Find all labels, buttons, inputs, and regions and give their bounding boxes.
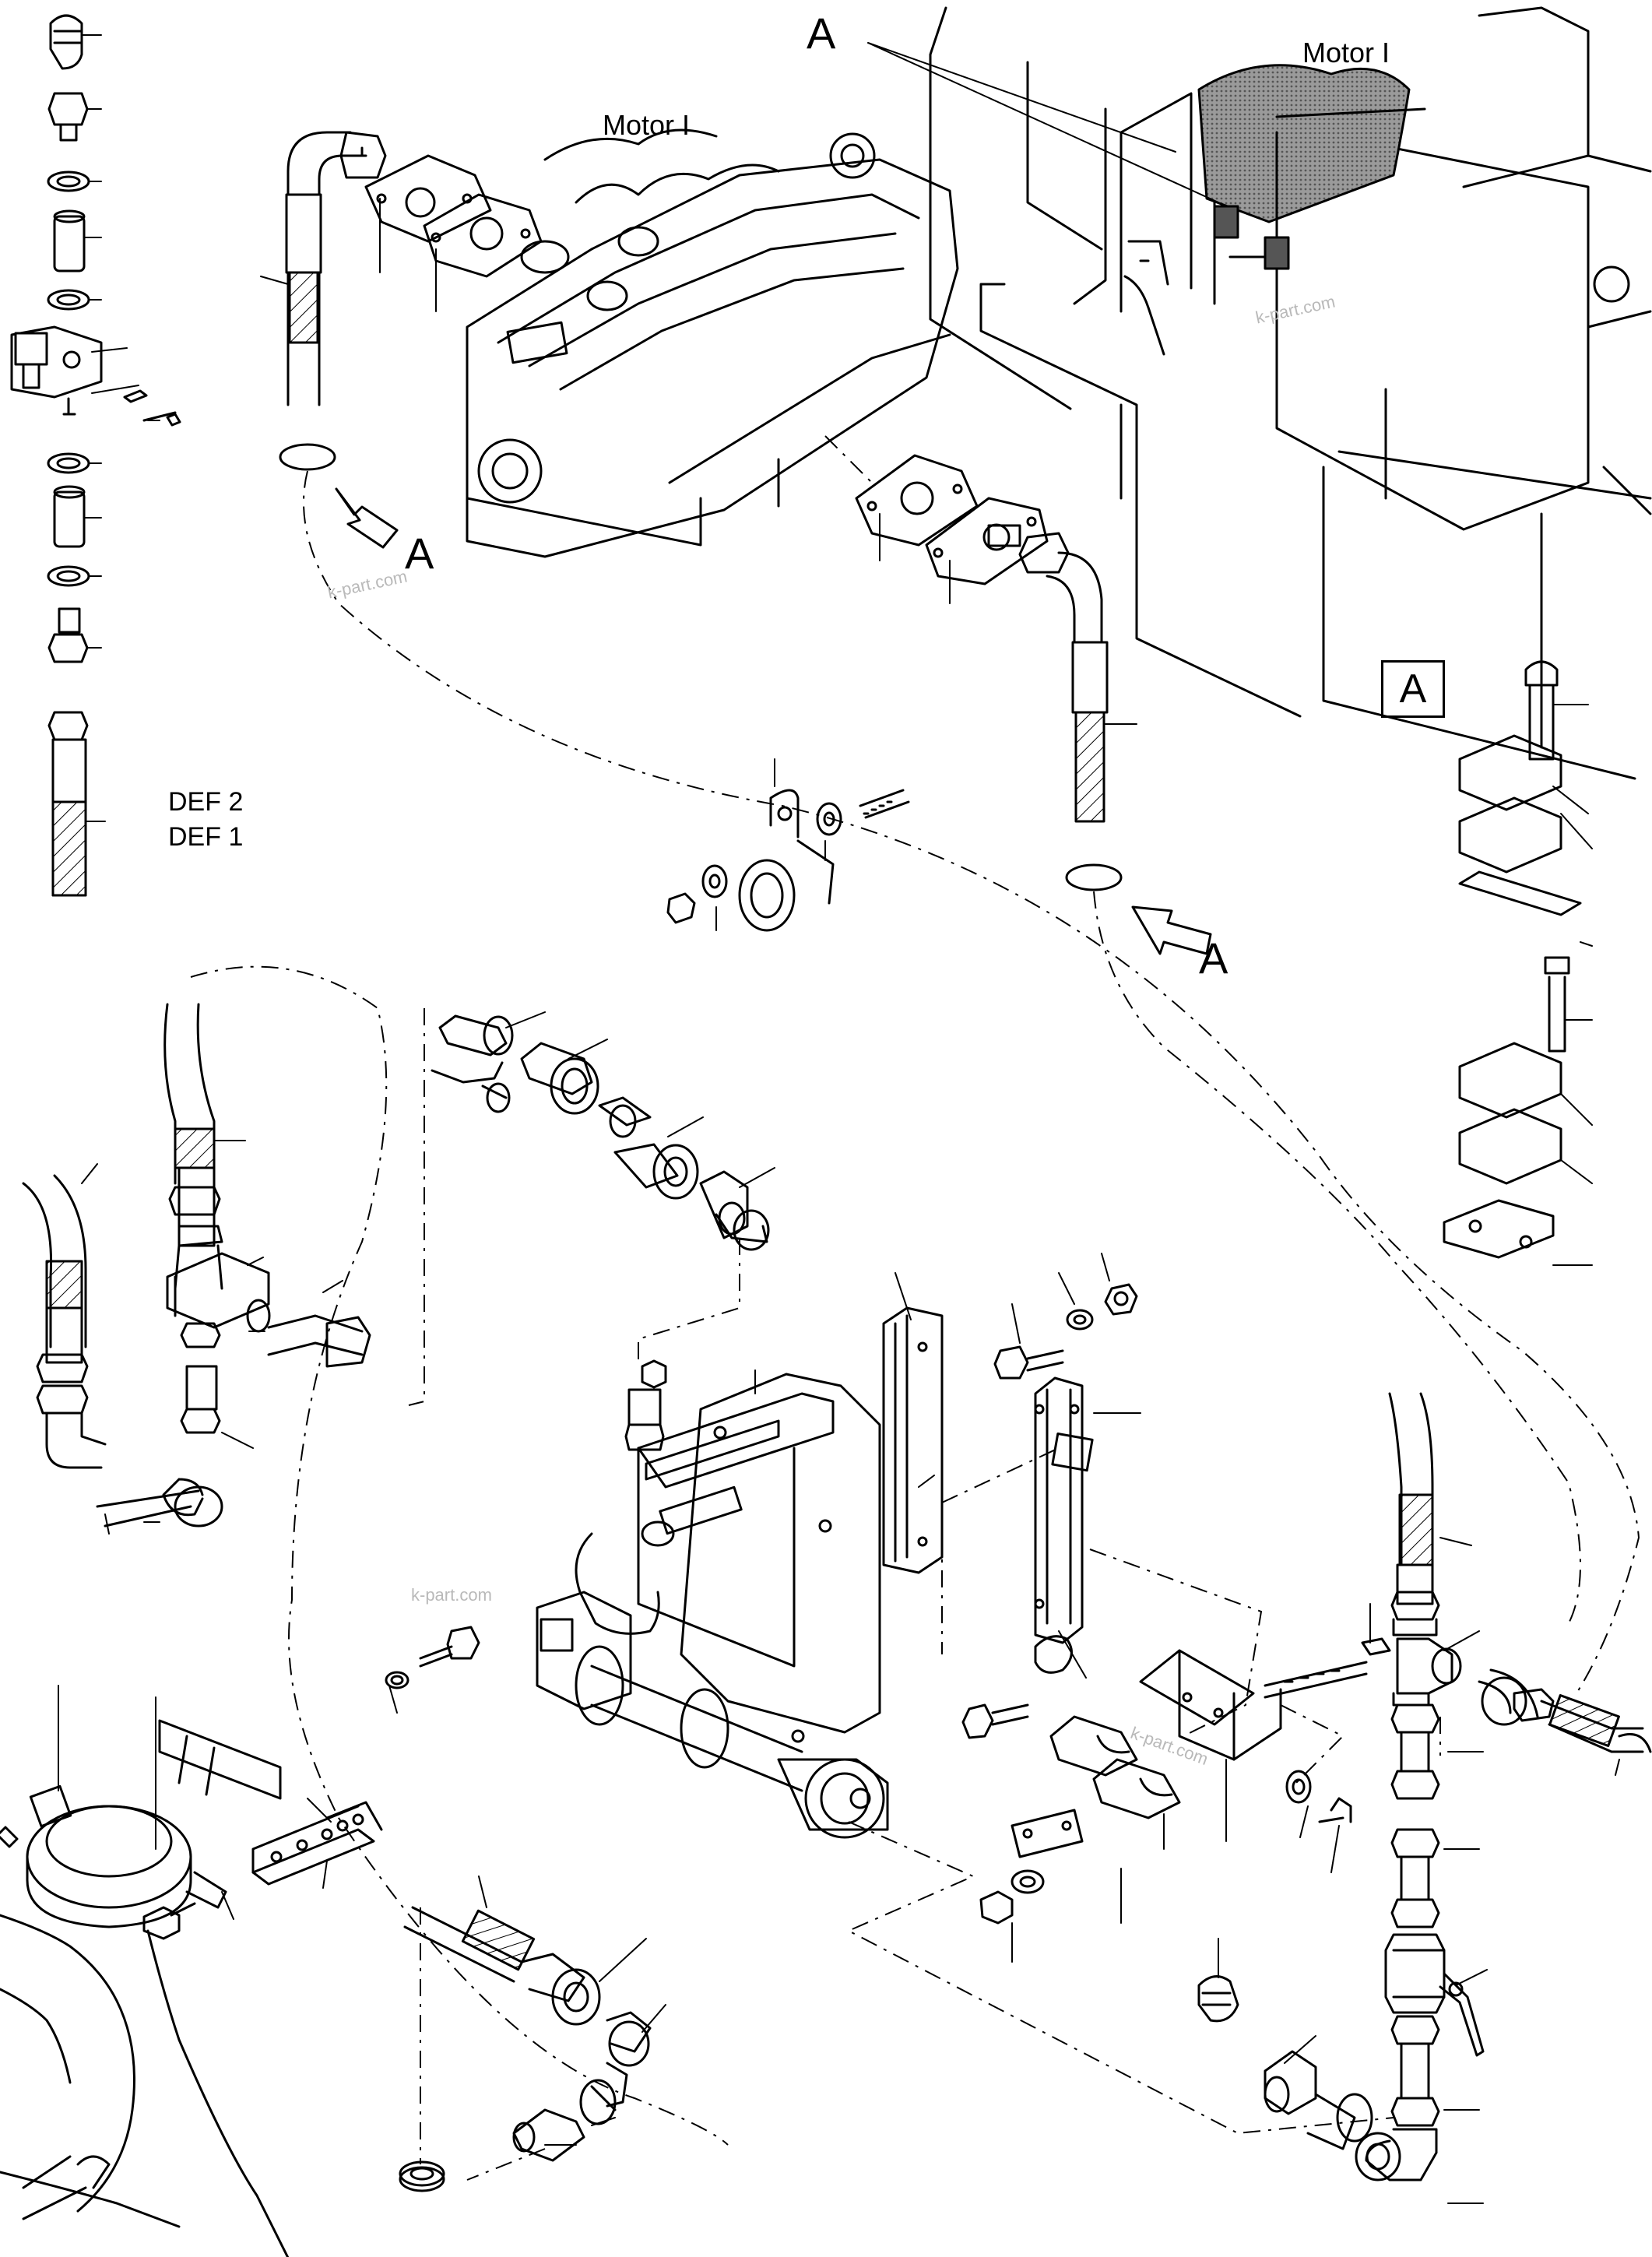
motor-label-engine: Motor I bbox=[603, 109, 691, 141]
mid-leaders bbox=[879, 513, 1137, 725]
def1-label: DEF 1 bbox=[168, 822, 244, 852]
engine-block bbox=[466, 128, 959, 558]
def2-label: DEF 2 bbox=[168, 787, 244, 817]
channel-brackets bbox=[882, 1283, 1138, 1739]
view-a-callout-label: A bbox=[807, 9, 836, 58]
bottom-mid-leaders bbox=[478, 1876, 1316, 2146]
top-flange-leaders bbox=[260, 198, 437, 312]
routing-lines bbox=[190, 435, 1640, 2181]
bracket-clamp-leaders bbox=[1011, 1603, 1371, 1963]
bracket-leaders bbox=[895, 1253, 1141, 1679]
valve-leaders bbox=[1439, 1537, 1620, 2204]
top-flanges bbox=[364, 154, 543, 278]
detail-a-box: A bbox=[1381, 660, 1445, 718]
watermark: k-part.com bbox=[411, 1585, 492, 1605]
view-arrow-left bbox=[335, 487, 399, 549]
left-fitting-stack bbox=[10, 14, 181, 897]
view-a-arrow-label-right: A bbox=[1199, 933, 1228, 983]
ring-clamp bbox=[0, 1626, 480, 1940]
ring-clamp-leaders bbox=[58, 1685, 398, 1920]
pipe-clamp bbox=[666, 789, 910, 932]
clamp-leaders bbox=[715, 758, 826, 931]
top-left-hose bbox=[279, 131, 387, 471]
right-valve-line bbox=[1355, 1392, 1652, 2181]
mid-flanges bbox=[855, 454, 1049, 585]
unit-leaders bbox=[754, 1369, 935, 1488]
bracket-clamp bbox=[979, 1637, 1391, 1925]
detail-a-box-label: A bbox=[1399, 666, 1427, 712]
detail-a-assembly bbox=[1443, 660, 1582, 1259]
machine-leaders bbox=[867, 42, 1219, 203]
machine-view bbox=[929, 6, 1652, 780]
left-leaders bbox=[81, 34, 160, 822]
detail-a-leaders bbox=[1552, 704, 1593, 1266]
chain-leaders bbox=[505, 1011, 775, 1188]
lower-left-leaders bbox=[81, 1140, 343, 1535]
bottom-mid-fittings bbox=[403, 1906, 1373, 2162]
dispenser-unit bbox=[536, 1359, 889, 1839]
motor-label-machine: Motor I bbox=[1302, 37, 1390, 69]
view-arrow-right bbox=[1131, 905, 1212, 955]
view-a-arrow-label-left: A bbox=[405, 529, 434, 578]
bottom-left-pipes bbox=[0, 1914, 445, 2257]
fitting-chain bbox=[431, 1014, 770, 1251]
lower-left-hoses bbox=[22, 1003, 371, 1528]
mid-right-hose bbox=[1018, 532, 1123, 891]
